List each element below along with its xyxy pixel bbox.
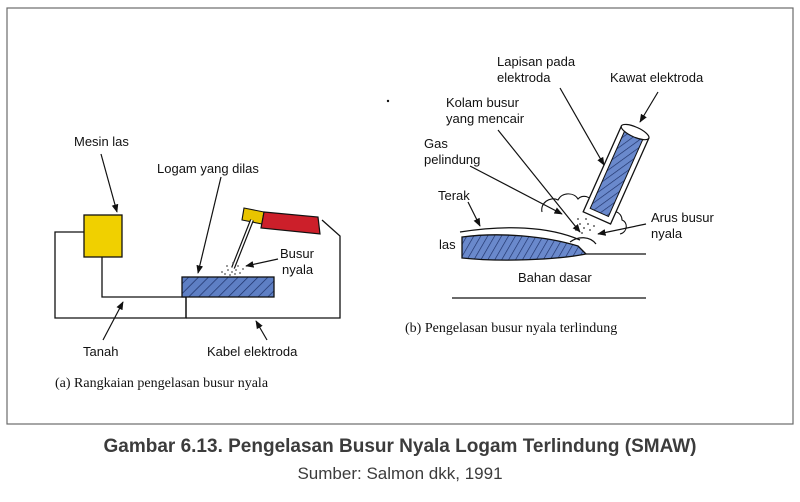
figure-border	[6, 7, 794, 425]
slag-layer	[459, 227, 581, 241]
label-nyala: nyala	[282, 262, 314, 277]
arrow-logam	[196, 176, 222, 274]
arrow-busur	[245, 258, 279, 268]
figure-caption-source: Sumber: Salmon dkk, 1991	[297, 464, 503, 483]
weld-bead	[461, 234, 588, 261]
label-tanah: Tanah	[83, 344, 118, 359]
electrode-cable	[101, 256, 186, 298]
arrow-lapisan	[559, 87, 605, 166]
label-terak: Terak	[438, 188, 470, 203]
electrode-cable-upper	[186, 219, 341, 319]
stray-dot	[386, 99, 390, 103]
arrow-mesin-las	[100, 153, 119, 213]
arrow-terak	[467, 201, 481, 227]
label-bahan-dasar: Bahan dasar	[518, 270, 592, 285]
label-mesin-las: Mesin las	[74, 134, 129, 149]
electrode-end	[620, 123, 650, 141]
electrode-holder	[260, 211, 321, 235]
label-yang-mencair: yang mencair	[446, 111, 525, 126]
welding-figure: Mesin las Logam yang dilas Busur nyala T…	[6, 7, 794, 425]
workpiece	[181, 276, 275, 298]
label-kawat-elektroda: Kawat elektroda	[610, 70, 704, 85]
arrow-kolam	[497, 129, 581, 233]
label-lapisan-pada: Lapisan pada	[497, 54, 576, 69]
arc-spatter	[221, 262, 244, 276]
label-busur: Busur	[280, 246, 315, 261]
label-arus-nyala: nyala	[651, 226, 683, 241]
label-logam-yang-dilas: Logam yang dilas	[157, 161, 259, 176]
label-gas: Gas	[424, 136, 448, 151]
label-kabel-elektroda: Kabel elektroda	[207, 344, 298, 359]
label-kolam-busur: Kolam busur	[446, 95, 520, 110]
figure-caption-title: Gambar 6.13. Pengelasan Busur Nyala Loga…	[103, 436, 697, 457]
arrow-kabel	[255, 320, 268, 341]
arc-dots-b	[575, 218, 595, 234]
panel-b-shielded-arc: Lapisan pada elektroda Kawat elektroda K…	[386, 54, 715, 336]
weld-pool	[569, 237, 597, 245]
welding-machine	[83, 214, 123, 258]
arrow-gas	[469, 165, 563, 215]
label-arus-busur: Arus busur	[651, 210, 715, 225]
label-elektroda: elektroda	[497, 70, 551, 85]
caption-a: (a) Rangkaian pengelasan busur nyala	[55, 376, 269, 391]
caption-b: (b) Pengelasan busur nyala terlindung	[405, 321, 617, 336]
arrow-arus	[597, 223, 647, 236]
arrow-kawat	[639, 91, 659, 123]
arrow-tanah	[102, 301, 124, 341]
panel-a-circuit: Mesin las Logam yang dilas Busur nyala T…	[54, 134, 341, 391]
label-pelindung: pelindung	[424, 152, 480, 167]
label-las: las	[439, 237, 456, 252]
